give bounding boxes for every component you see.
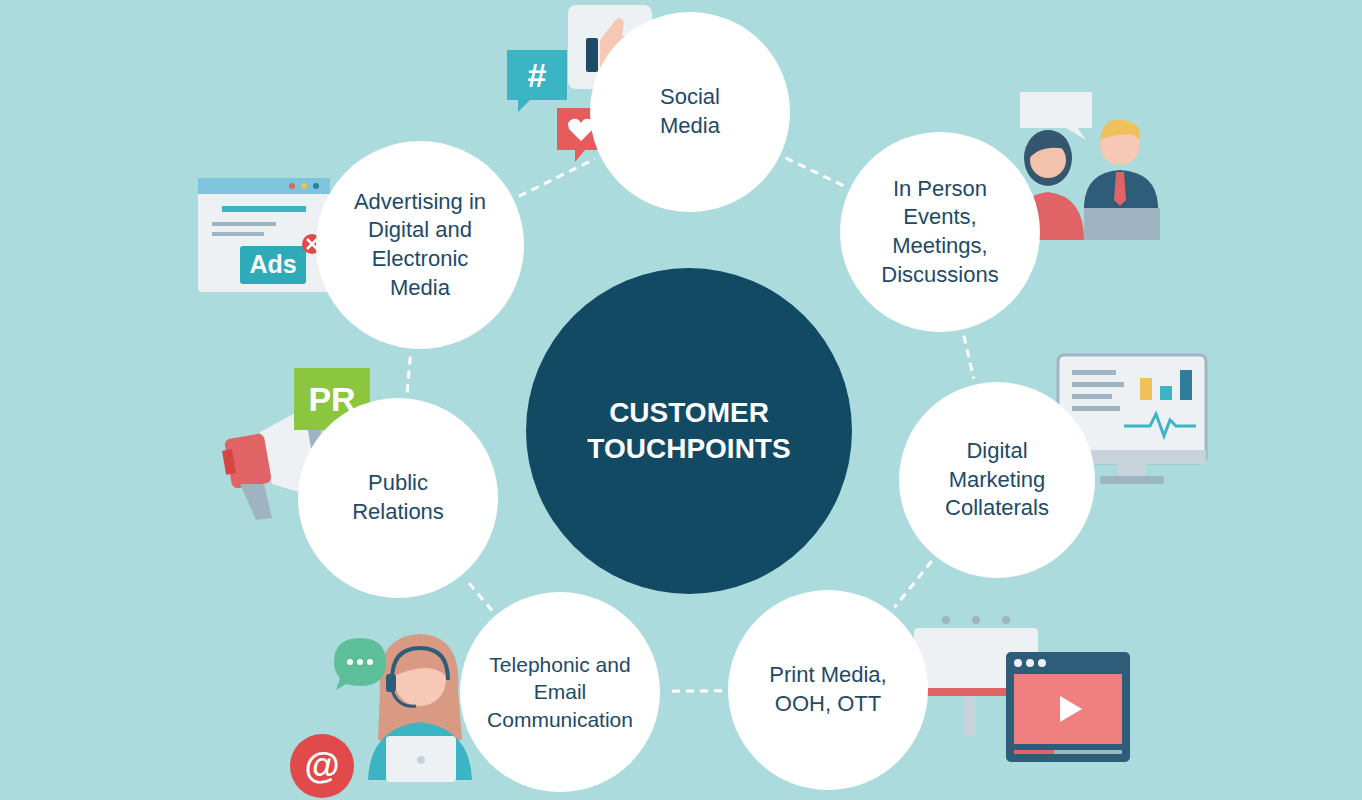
- text-box: Public Relations: [343, 469, 453, 526]
- touchpoint-circle: Telephonic and Email Communication: [460, 592, 660, 792]
- dashed-connector: [964, 336, 974, 379]
- touchpoint-circle: In Person Events, Meetings, Discussions: [840, 132, 1041, 333]
- touchpoint-circle: Advertising in Digital and Electronic Me…: [316, 141, 525, 350]
- center-title: CUSTOMER TOUCHPOINTS: [574, 395, 804, 468]
- dashed-connector: [894, 561, 931, 607]
- video-player-icon: [1006, 652, 1130, 762]
- text-box: Advertising in Digital and Electronic Me…: [345, 188, 495, 302]
- text-box: In Person Events, Meetings, Discussions: [870, 175, 1010, 289]
- dashed-connector: [466, 579, 492, 610]
- touchpoint-circle: Social Media: [590, 12, 790, 212]
- touchpoint-circle: Digital Marketing Collaterals: [899, 382, 1095, 578]
- touchpoint-circle: Print Media, OOH, OTT: [728, 590, 928, 790]
- dashed-connector: [666, 689, 722, 692]
- chat-bubble-icon: [334, 638, 386, 690]
- touchpoint-label: Digital Marketing Collaterals: [935, 437, 1060, 523]
- pr-badge-text: PR: [294, 382, 370, 416]
- hashtag-symbol: #: [507, 58, 567, 92]
- browser-ads-icon: [198, 178, 330, 292]
- touchpoint-label: Social Media: [635, 83, 745, 140]
- dashed-connector: [786, 158, 845, 186]
- touchpoint-label: Print Media, OOH, OTT: [753, 661, 903, 718]
- dashed-connector: [519, 159, 595, 196]
- text-box: Digital Marketing Collaterals: [935, 437, 1060, 523]
- ads-badge-text: Ads: [240, 252, 306, 277]
- text-box: Telephonic and Email Communication: [480, 651, 640, 733]
- text-box: CUSTOMER TOUCHPOINTS: [574, 395, 804, 468]
- touchpoint-label: Public Relations: [343, 469, 453, 526]
- text-box: Social Media: [635, 83, 745, 140]
- touchpoint-label: Telephonic and Email Communication: [480, 651, 640, 733]
- text-box: Print Media, OOH, OTT: [753, 661, 903, 718]
- dashed-connector: [407, 355, 410, 393]
- touchpoint-circle: Public Relations: [298, 398, 498, 598]
- email-at-icon: [290, 734, 354, 798]
- center-circle: CUSTOMER TOUCHPOINTS: [526, 268, 852, 594]
- email-at-symbol: @: [290, 748, 354, 784]
- touchpoint-label: In Person Events, Meetings, Discussions: [870, 175, 1010, 289]
- hashtag-bubble-icon: [507, 50, 567, 112]
- touchpoint-label: Advertising in Digital and Electronic Me…: [345, 188, 495, 302]
